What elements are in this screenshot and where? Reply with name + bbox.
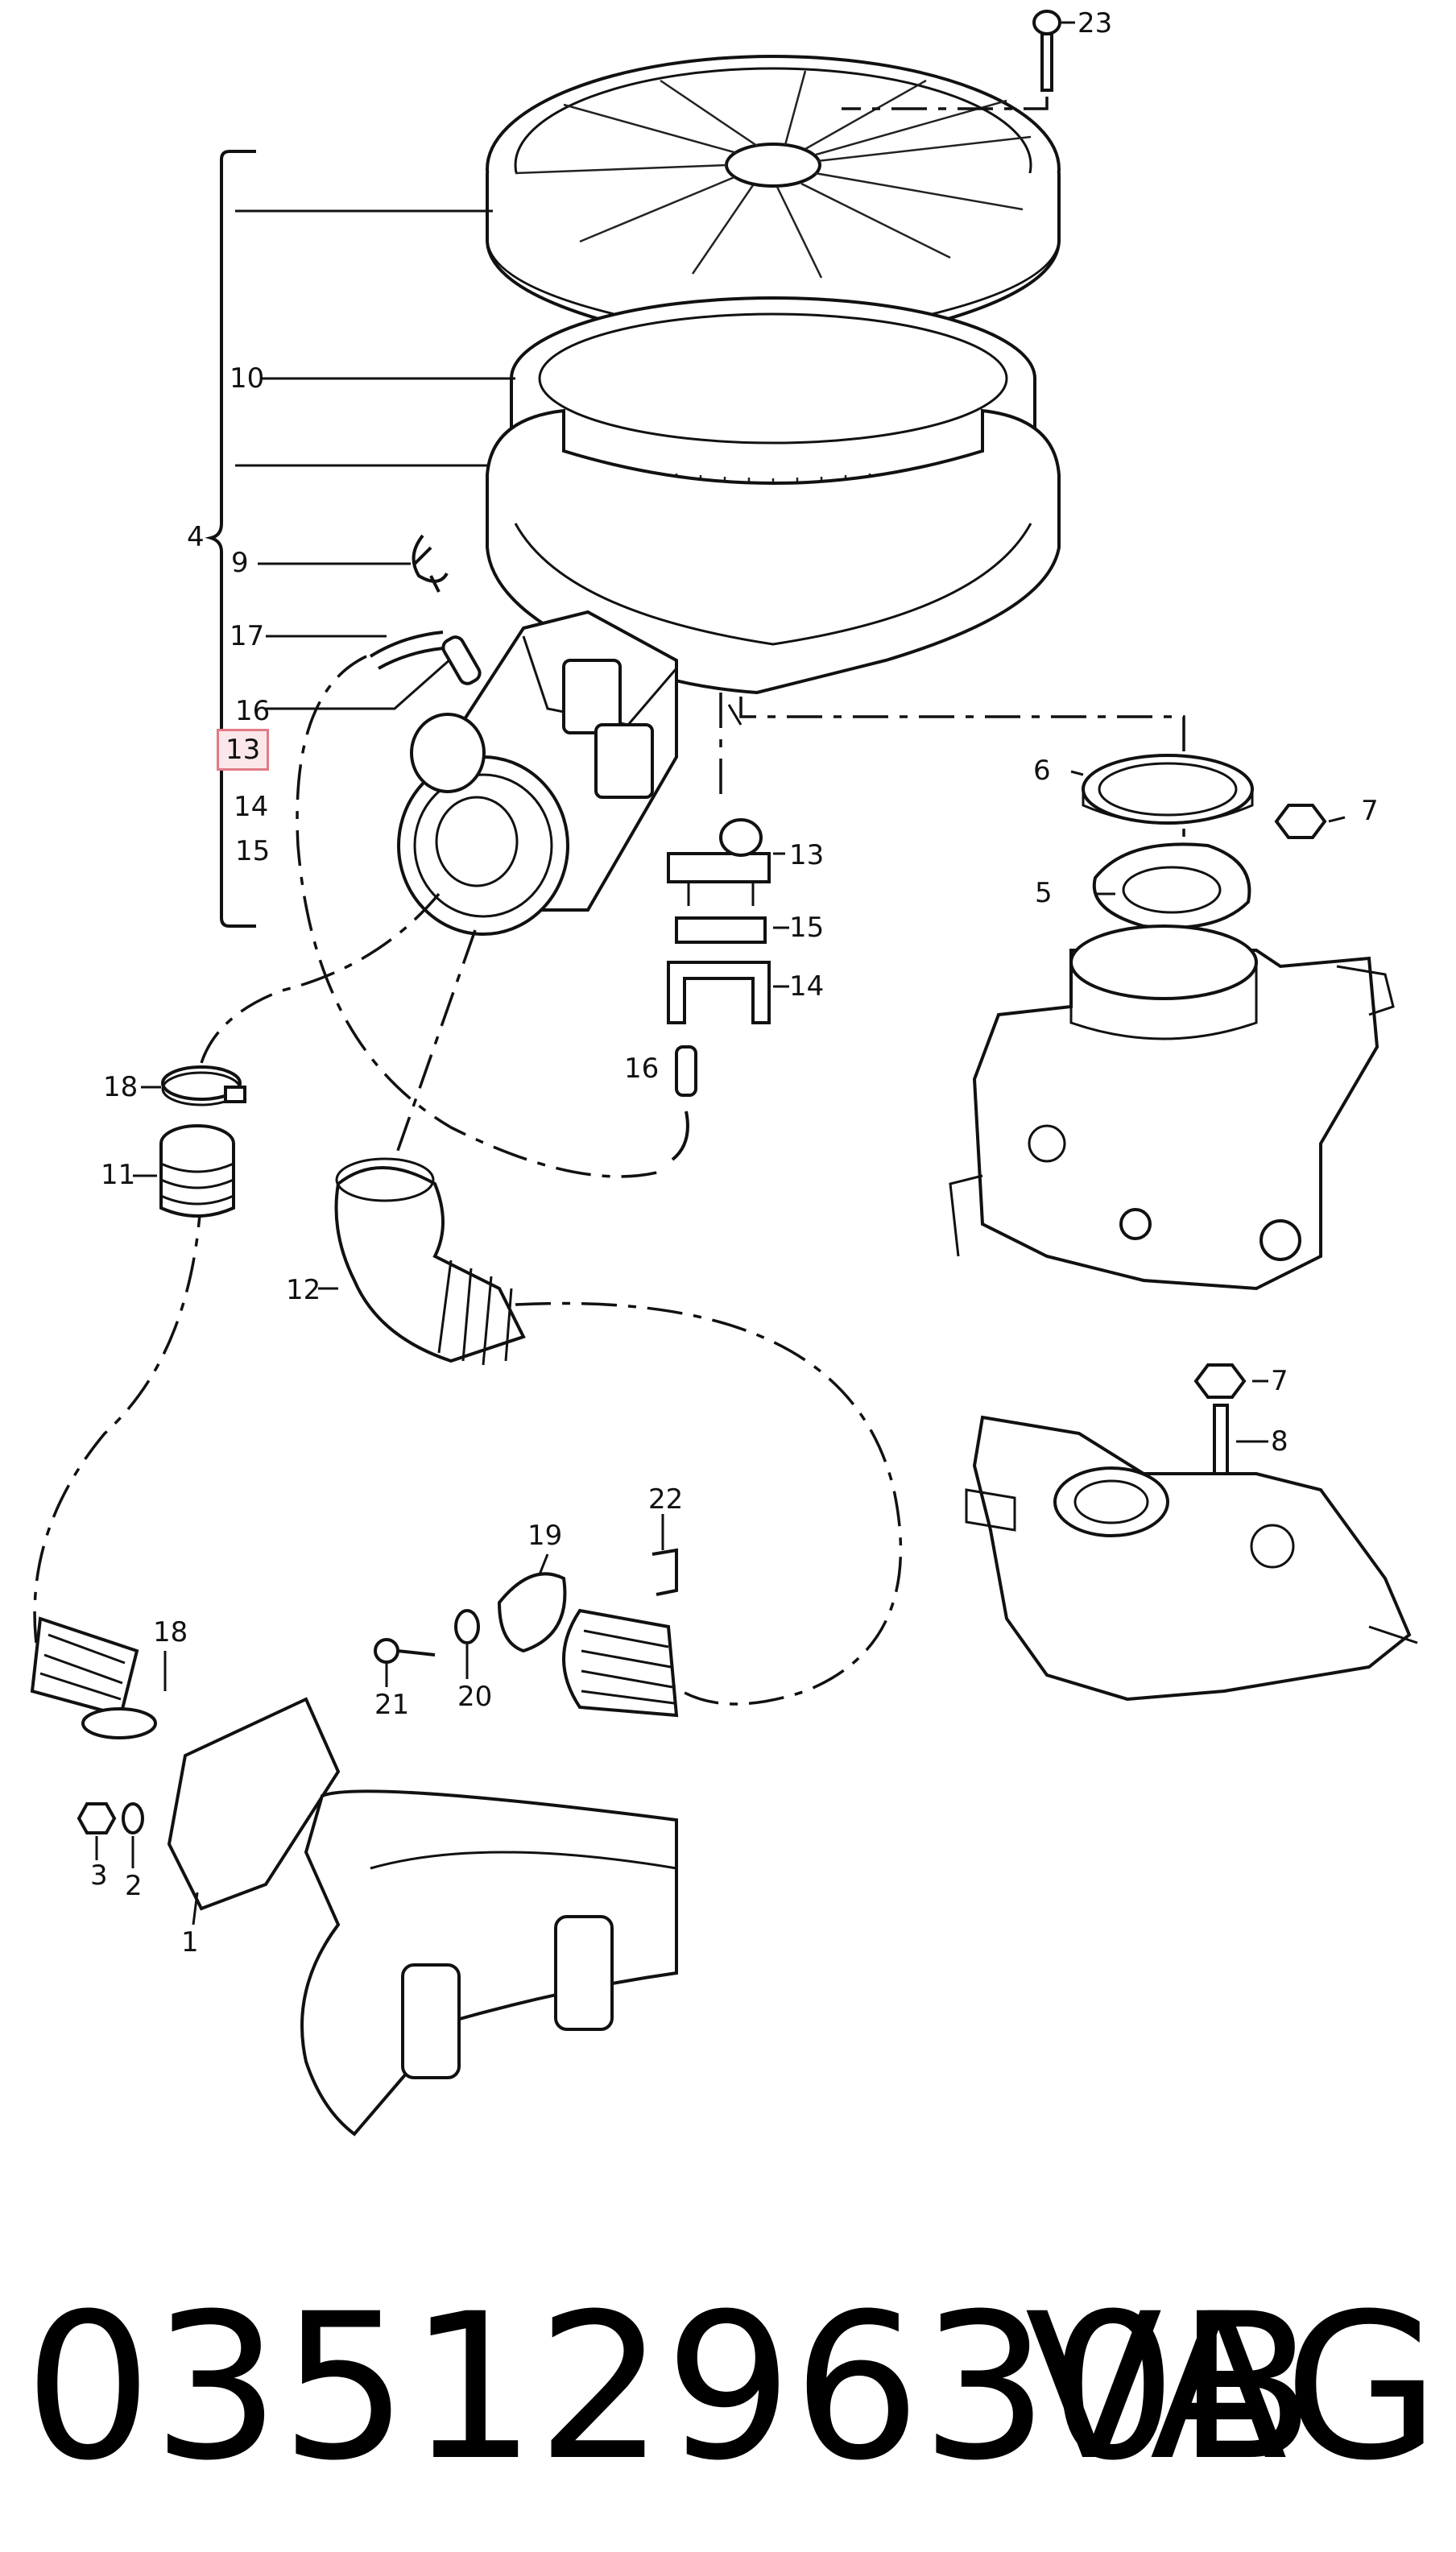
label-13-highlighted: 13 [216,729,270,771]
label-7-lower: 7 [1271,1365,1288,1397]
leader-lines [235,209,515,710]
part-16-hose-b [671,1045,697,1161]
gasket-ring-6 [1082,754,1254,825]
label-13-right: 13 [789,839,825,871]
hose-part-17 [369,631,444,670]
flap-part-19 [497,1572,567,1653]
nut-part-7a [1274,804,1327,839]
clamp-part-18 [161,1065,246,1106]
label-16-mid: 16 [624,1053,660,1085]
air-filter-cover [486,55,1061,357]
clip-part-22 [651,1548,678,1596]
label-15-left: 15 [235,835,271,867]
carburetor-lower [965,1415,1418,1702]
nut-part-7b [1193,1363,1247,1399]
hose-part-11 [159,1124,235,1218]
brand-name: VAG [1024,2270,1440,2504]
label-19: 19 [527,1520,563,1552]
label-1: 1 [181,1926,199,1958]
clip-part-9 [412,534,449,593]
label-14-left: 14 [234,791,269,823]
label-16-top: 16 [235,695,271,727]
carburetor-upper [949,924,1395,1291]
label-10: 10 [230,362,265,395]
label-4: 4 [187,521,205,553]
group-4-bracket [205,150,256,928]
nut-part-3 [77,1802,117,1834]
screw-part-23 [842,10,1075,110]
part-14-bracket [667,961,771,1024]
label-6: 6 [1033,755,1051,787]
label-18-lower: 18 [153,1616,188,1648]
washer-part-2 [122,1802,144,1834]
air-filter-housing [397,408,1061,936]
intake-manifold [167,1697,678,2136]
label-23: 23 [1078,7,1113,39]
label-18-top: 18 [103,1071,139,1103]
part-number: 035129630B [24,2270,1316,2504]
label-17: 17 [230,620,265,652]
hose-lower [562,1608,679,1718]
gasket-plate-5 [1092,842,1251,929]
part-15-pad [675,916,767,944]
label-3: 3 [90,1859,108,1892]
hose-part-16 [441,635,482,685]
label-20: 20 [457,1681,493,1713]
elbow-part-12 [334,1157,526,1366]
right-leaders [95,770,1346,1925]
label-11: 11 [101,1159,136,1191]
screw-part-21 [374,1638,436,1664]
label-8: 8 [1271,1425,1288,1458]
label-2: 2 [125,1870,143,1902]
boot-lower-left [30,1616,157,1739]
label-21: 21 [374,1689,410,1721]
label-15-right: 15 [789,912,825,944]
dashed-hoses [33,655,1185,1706]
label-5: 5 [1035,877,1053,909]
label-14-right: 14 [789,970,825,1003]
washer-part-20 [454,1609,480,1644]
label-22: 22 [648,1483,684,1516]
label-7-top: 7 [1361,795,1379,827]
part-13-bracket [667,818,771,906]
label-12: 12 [286,1274,321,1306]
label-9: 9 [231,547,249,579]
